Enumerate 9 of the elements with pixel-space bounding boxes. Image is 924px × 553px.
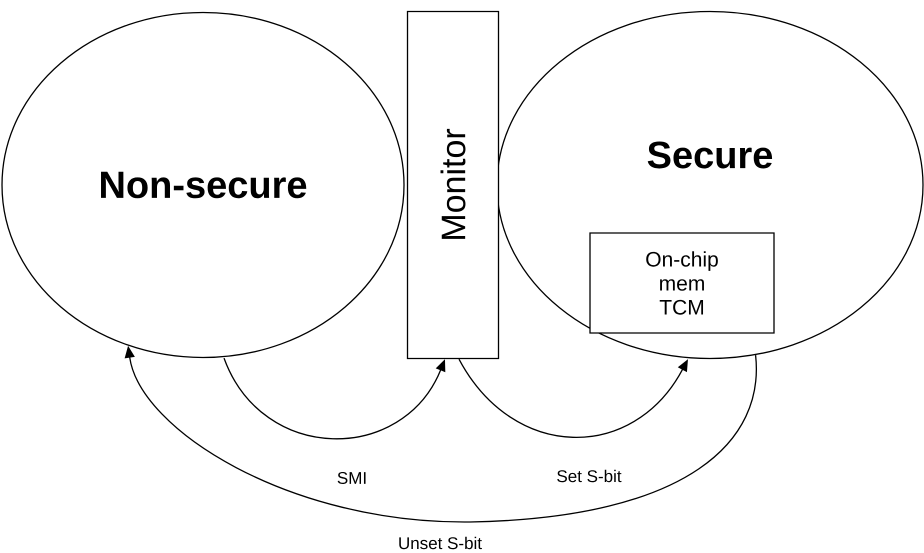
edge-label: Unset S-bit bbox=[396, 536, 484, 550]
arrow bbox=[458, 358, 688, 438]
arrow bbox=[223, 358, 446, 440]
monitor-box: Monitor bbox=[406, 10, 500, 360]
region-label: Non-secure bbox=[101, 172, 306, 198]
region-label: Secure bbox=[648, 142, 772, 168]
memory-box: On-chip mem TCM bbox=[589, 232, 775, 334]
edge-label: Set S-bit bbox=[555, 468, 623, 484]
edge-label: SMI bbox=[336, 470, 368, 485]
